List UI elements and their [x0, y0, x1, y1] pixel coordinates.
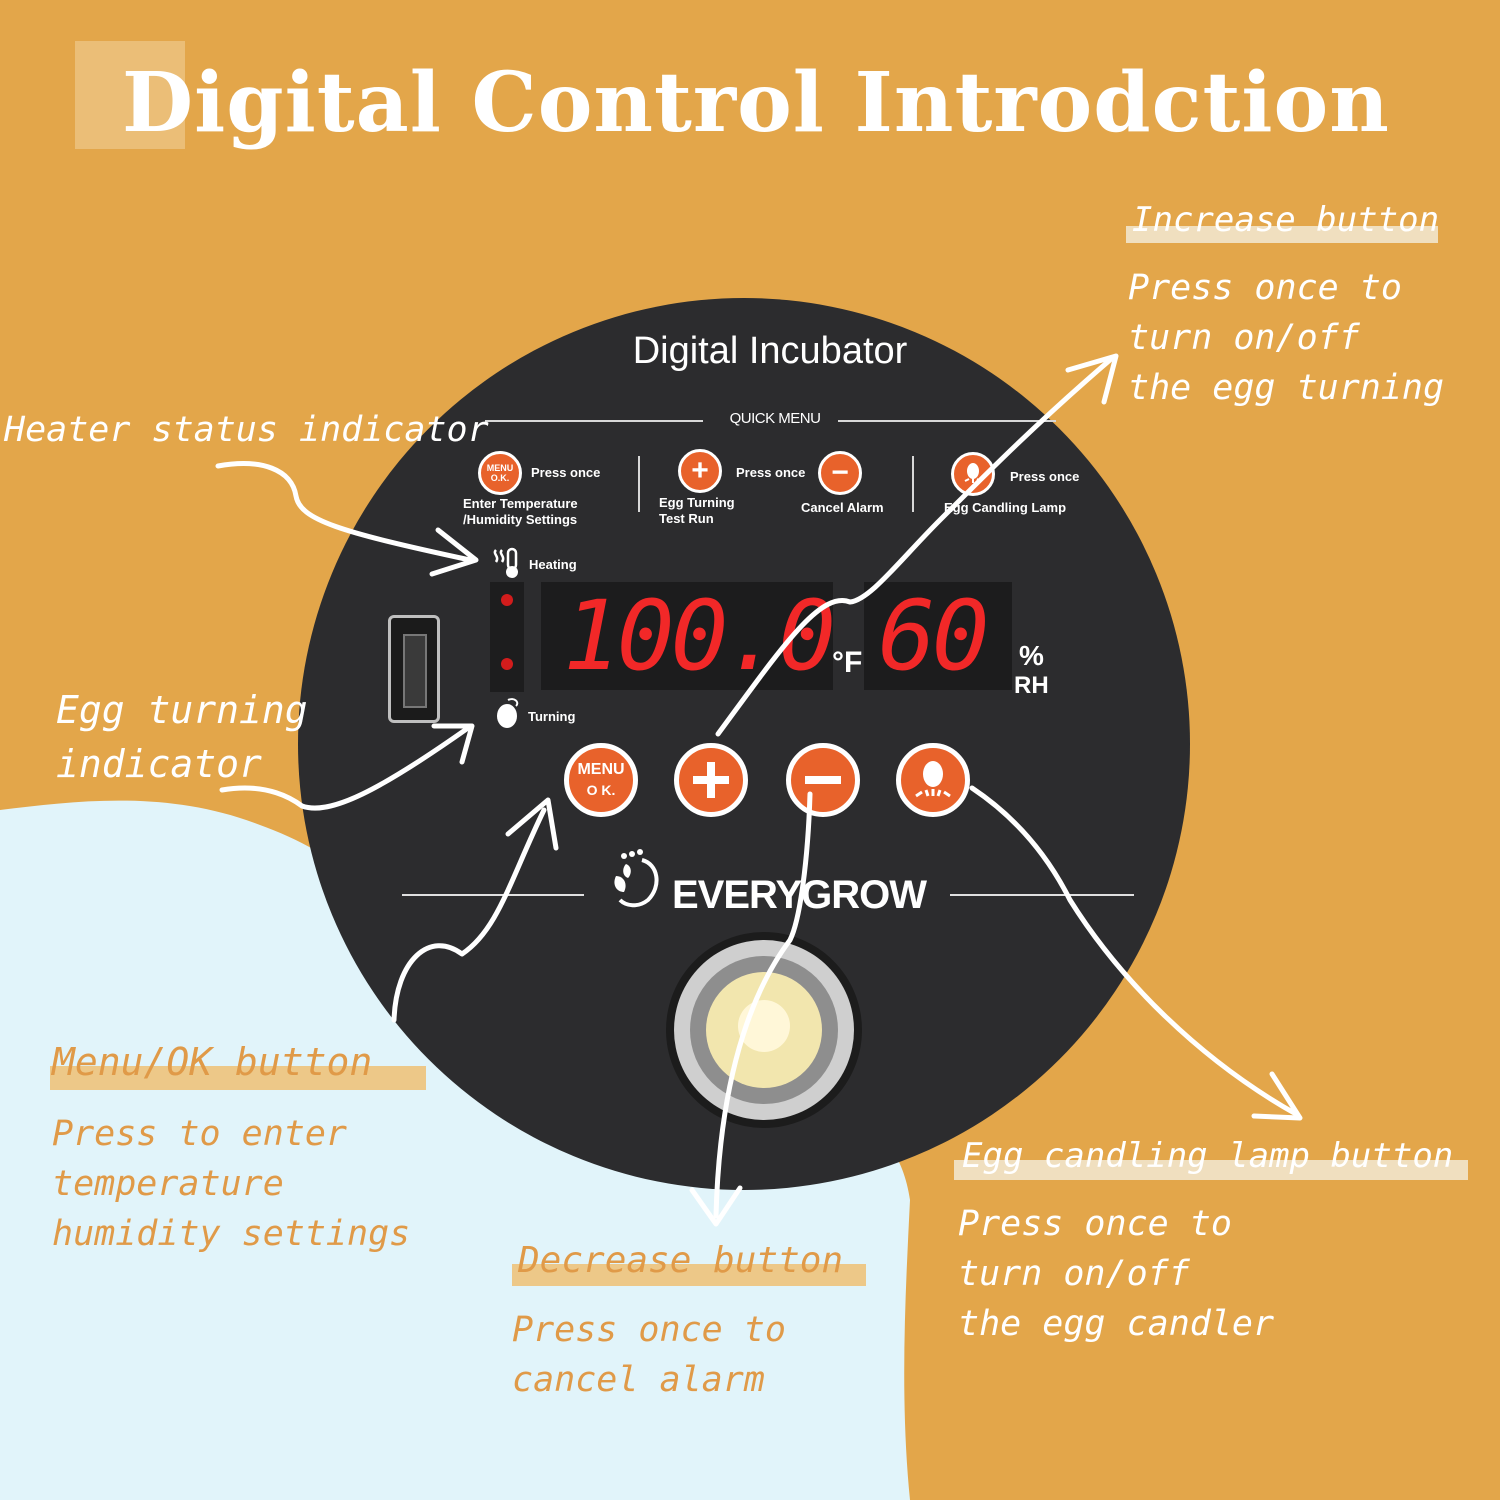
quick-plus-icon: +	[678, 449, 722, 493]
usb-port	[388, 615, 440, 723]
quick-desc-1a: Enter Temperature	[463, 496, 578, 511]
candling-desc-2: turn on/off	[958, 1254, 1190, 1294]
heating-led	[501, 594, 513, 606]
candling-title-highlight	[954, 1160, 1468, 1180]
title-highlight	[75, 41, 185, 149]
menu-desc-1: Press to enter	[52, 1114, 348, 1154]
menu-desc-2: temperature	[52, 1164, 284, 1204]
humidity-unit-percent: %	[1019, 640, 1044, 671]
candling-lamp-highlight	[738, 1000, 790, 1052]
candling-desc-1: Press once to	[958, 1204, 1232, 1244]
quick-desc-1b: /Humidity Settings	[463, 512, 578, 527]
increase-desc-3: the egg turning	[1128, 368, 1445, 408]
quick-desc-3: Cancel Alarm	[801, 500, 884, 515]
menu-ok-button[interactable]: MENU O K.	[564, 743, 638, 817]
main-title: Digital Control Introdction	[122, 55, 1390, 151]
decrease-button[interactable]	[786, 743, 860, 817]
mini-egg-icon	[964, 463, 982, 483]
plus-icon	[693, 762, 729, 798]
mini-menu-label: MENU O.K.	[486, 463, 514, 483]
quick-desc-2b: Test Run	[659, 511, 714, 526]
quick-press-2: Press once	[736, 465, 806, 480]
menu-button-line1: MENU	[577, 761, 625, 778]
humidity-display: 60	[864, 582, 1012, 690]
brand-name: EVERYGROW	[672, 873, 927, 917]
indicator-led-strip	[490, 582, 524, 692]
menu-title-highlight	[50, 1066, 426, 1090]
quick-separator-2	[912, 456, 914, 512]
quick-separator-1	[638, 456, 640, 512]
light-blue-blob	[0, 800, 910, 1500]
minus-icon	[805, 776, 841, 784]
brand-line-right	[950, 894, 1134, 896]
increase-title: Increase button	[1132, 200, 1440, 240]
quick-press-1: Press once	[531, 465, 601, 480]
decrease-title-highlight	[512, 1264, 866, 1286]
heating-label: Heating	[529, 557, 577, 572]
humidity-unit-rh: RH	[1014, 672, 1049, 699]
increase-desc-1: Press once to	[1128, 268, 1402, 308]
quick-egg-lamp-icon	[951, 452, 995, 496]
increase-title-highlight	[1126, 226, 1438, 243]
egg-candling-lamp-button[interactable]	[896, 743, 970, 817]
quick-menu-ok-icon: MENU O.K.	[478, 451, 522, 495]
temperature-unit: °F	[832, 646, 863, 679]
quick-minus-icon: −	[818, 451, 862, 495]
temperature-display: 100.0	[541, 580, 836, 692]
quick-menu-line-left	[485, 420, 703, 422]
quick-menu-label: QUICK MENU	[729, 410, 821, 427]
heater-annotation: Heater status indicator	[4, 410, 489, 450]
candling-desc-3: the egg candler	[958, 1304, 1275, 1344]
candling-title: Egg candling lamp button	[962, 1136, 1454, 1176]
quick-press-4: Press once	[1010, 469, 1080, 484]
brand-line-left	[402, 894, 584, 896]
temperature-value: 100.0	[563, 580, 836, 692]
increase-desc-2: turn on/off	[1128, 318, 1360, 358]
quick-desc-2a: Egg Turning	[659, 495, 735, 510]
egg-turning-annotation-line2: indicator	[56, 742, 262, 786]
quick-menu-line-right	[838, 420, 1056, 422]
humidity-value: 60	[878, 580, 990, 692]
decrease-title: Decrease button	[518, 1240, 844, 1281]
increase-button[interactable]	[674, 743, 748, 817]
menu-desc-3: humidity settings	[52, 1214, 411, 1254]
egg-lamp-icon	[915, 761, 951, 798]
turning-egg-icon	[497, 698, 519, 728]
menu-button-line2: O K.	[586, 782, 616, 798]
egg-turning-annotation-line1: Egg turning	[56, 688, 308, 732]
panel-title: Digital Incubator	[632, 330, 908, 372]
turning-led	[501, 658, 513, 670]
quick-desc-4: Egg Candling Lamp	[944, 500, 1067, 515]
decrease-desc-2: cancel alarm	[512, 1360, 765, 1400]
decrease-desc-1: Press once to	[512, 1310, 786, 1350]
menu-title: Menu/OK button	[52, 1040, 373, 1084]
usb-port-inner	[403, 634, 427, 708]
brand-logo-icon	[614, 849, 659, 908]
heating-icon	[493, 547, 518, 578]
turning-label: Turning	[528, 709, 576, 724]
